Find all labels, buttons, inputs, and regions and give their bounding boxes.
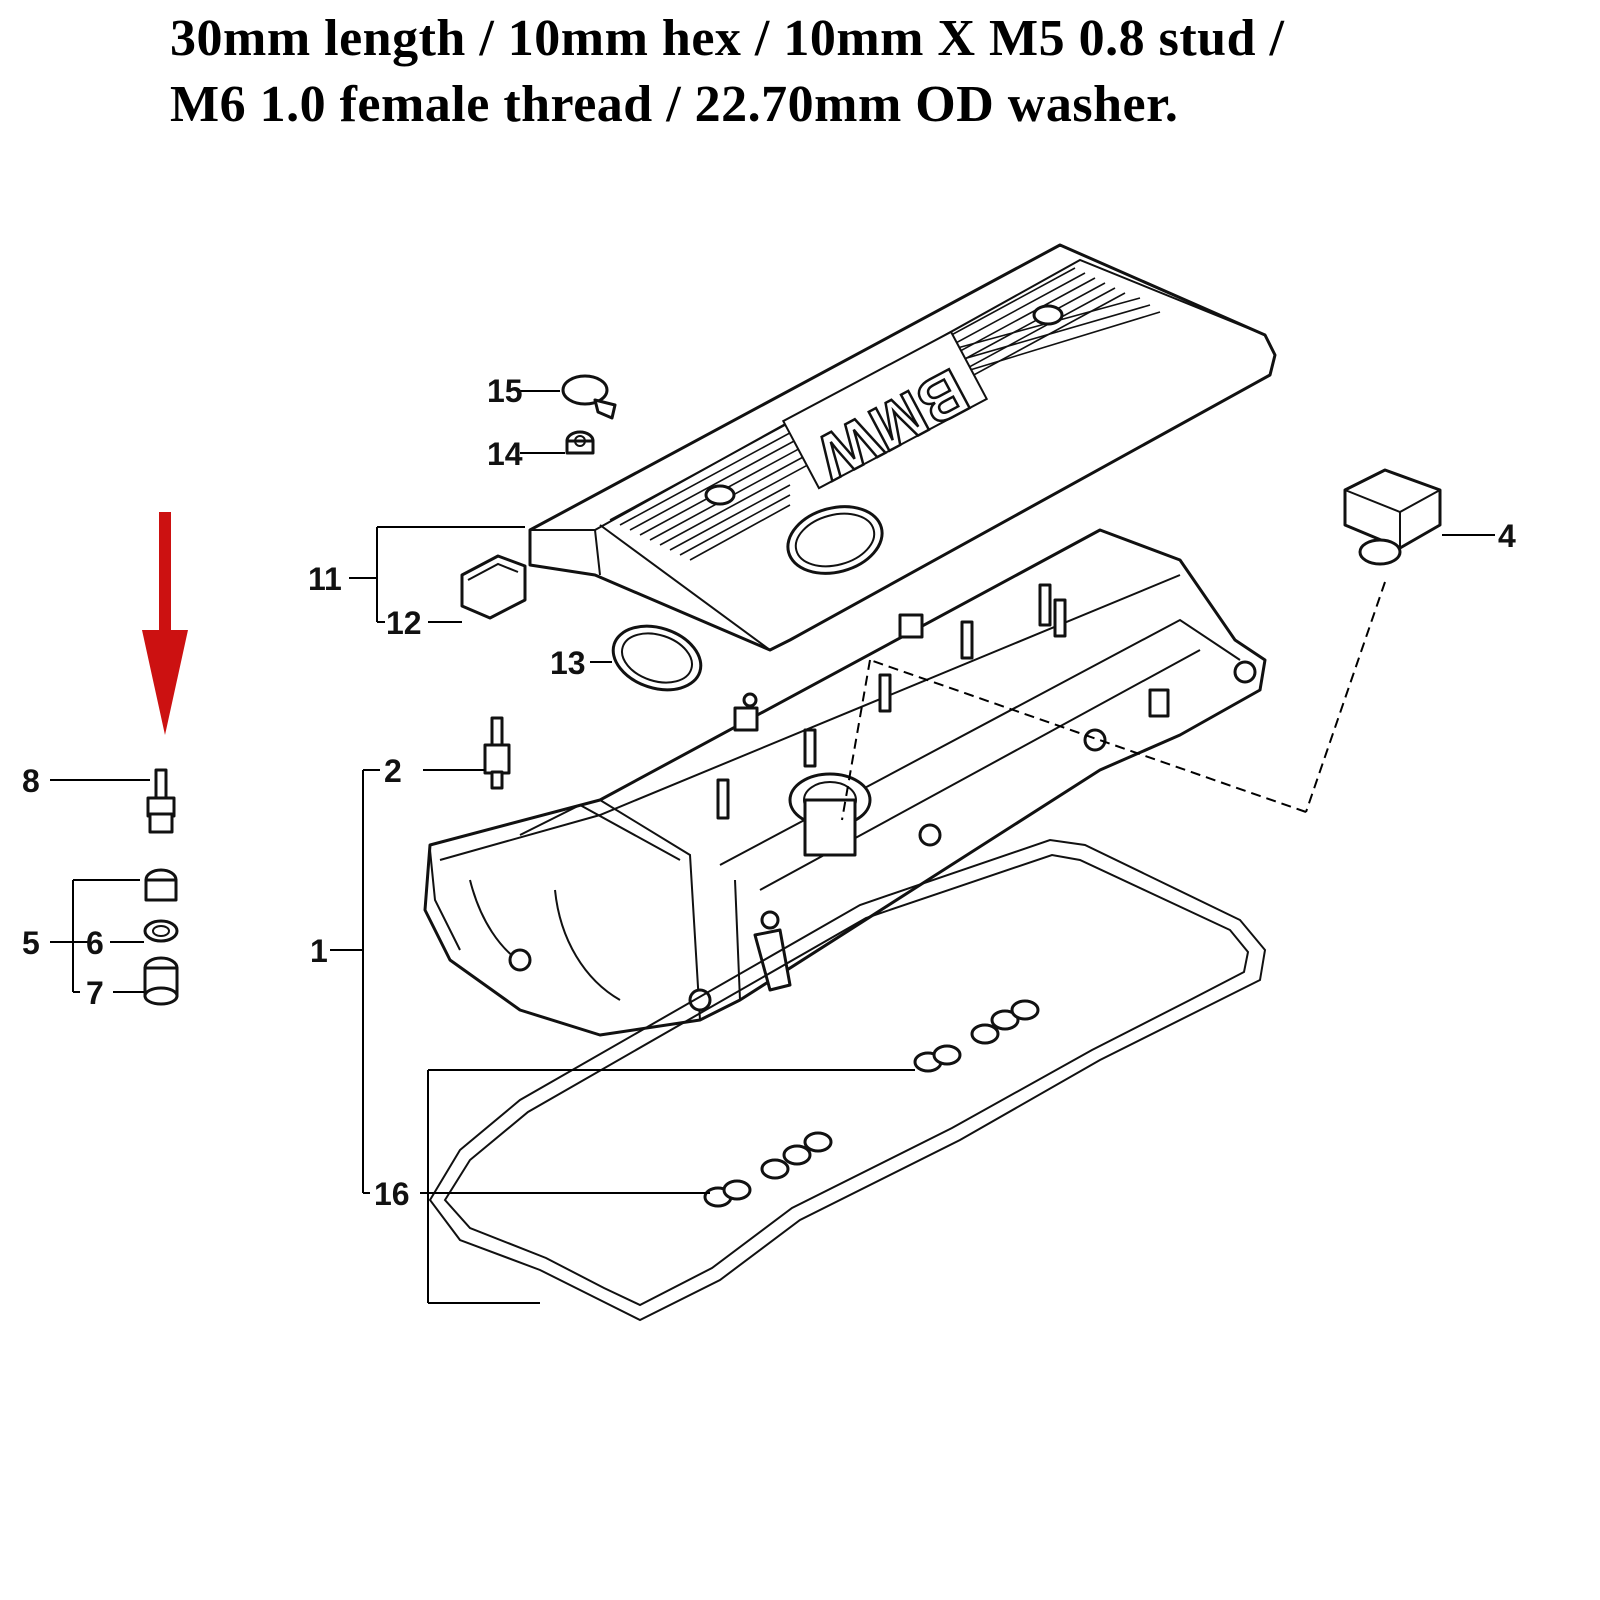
callout-14: 14 [487,436,523,472]
callout-15: 15 [487,373,523,409]
part-7-grommet [143,956,179,1006]
part-15-cap [561,374,617,420]
valve-cover-gasket [428,838,1267,1322]
part-12-grommet [460,554,527,620]
spec-header: 30mm length / 10mm hex / 10mm X M5 0.8 s… [170,6,1570,138]
leader-lines [50,390,1495,1304]
spec-line-1: 30mm length / 10mm hex / 10mm X M5 0.8 s… [170,10,1285,67]
callout-7: 7 [86,975,104,1011]
part-8-bolt [146,768,176,834]
cover-studs [716,583,1067,820]
callout-8: 8 [22,763,40,799]
callout-2: 2 [384,753,402,789]
engine-cover-trim: BMW [528,243,1277,652]
callout-4: 4 [1498,518,1516,554]
spec-line-2: M6 1.0 female thread / 22.70mm OD washer… [170,76,1179,133]
tube-seal-set-upper [913,999,1040,1073]
callout-12: 12 [386,605,422,641]
red-arrow-icon [142,512,188,735]
part-2-stud [483,716,511,790]
part-13-seal-ring [611,624,703,692]
callout-11: 11 [308,561,342,597]
part-5-nut [144,868,178,902]
part-4-oil-cap [1343,468,1442,566]
tube-seal-set-lower [703,1131,833,1208]
callout-5: 5 [22,925,40,961]
callout-16: 16 [374,1176,410,1212]
part-14-nut [565,430,595,455]
valve-cover [423,528,1267,1037]
callout-13: 13 [550,645,586,681]
part-6-washer [143,919,179,943]
callout-1: 1 [310,933,328,969]
callout-6: 6 [86,925,104,961]
